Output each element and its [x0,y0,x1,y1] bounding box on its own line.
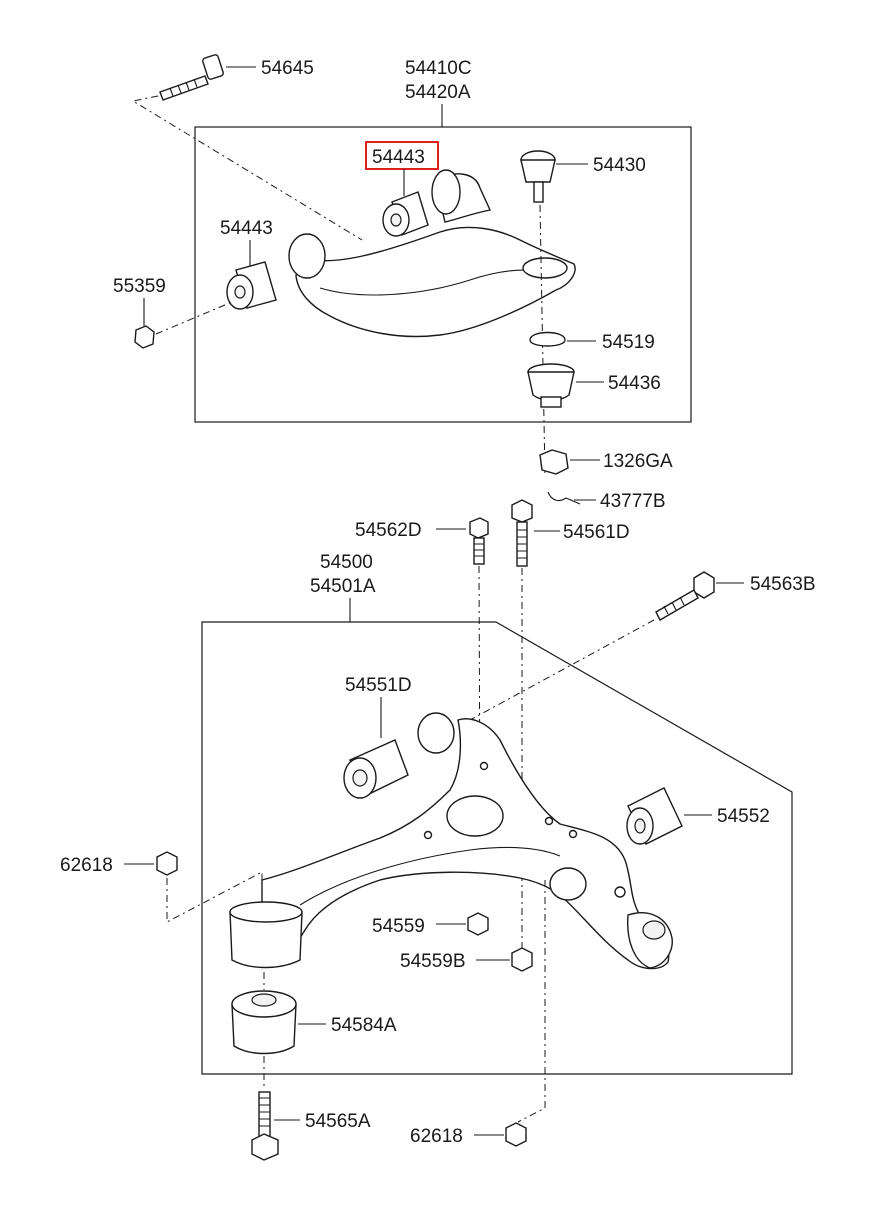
upper-front-mount-eye [288,233,326,279]
lower-rear-bushing-label: 54584A [331,1015,397,1036]
upper-front-bushing-icon [226,261,277,310]
snap-ring-icon [529,331,566,347]
upper-assembly-label-1: 54410C [405,58,472,79]
cotter-pin-icon [547,491,581,505]
lower-bottom-bolt-icon [251,1091,279,1161]
highlighted-bushing-label: 54443 [372,147,425,168]
lower-arm-frame [201,621,793,1075]
ball-joint-socket [522,257,568,279]
lower-front-bushing-icon [343,739,409,799]
lower-arm-ball-socket [549,867,587,901]
lower-left-nut-axis [166,871,263,970]
upper-bolt-axis [131,95,363,241]
upper-nut-axis [155,301,233,335]
lower-right-bolt-icon [511,499,533,567]
lower-bottom-nut-icon [505,1122,527,1147]
lower-arm-hole-1 [479,761,489,771]
cotter-pin-label: 43777B [600,491,666,512]
ball-joint-icon [520,150,556,203]
lower-inner-nut-b-icon [511,947,533,972]
snap-ring-label: 54519 [602,332,655,353]
lower-bottom-bolt-label: 54565A [305,1111,371,1132]
lower-bottom-nut-label: 62618 [410,1126,463,1147]
castle-nut-label: 1326GA [603,451,673,472]
upper-arm-frame [194,126,692,423]
lower-arm-hole-3 [544,816,554,826]
lower-control-arm [261,718,670,970]
lower-assembly-label-2: 54501A [310,576,376,597]
hex-nut-icon [134,325,155,349]
dust-cover-label: 54436 [608,373,661,394]
upper-bolt-label: 54645 [261,58,314,79]
upper-bolt-icon [159,54,224,101]
lower-left-nut-icon [156,851,178,876]
upper-arm-rib [319,269,546,296]
lower-side-bushing-icon [626,787,683,845]
side-bolt-icon [655,571,715,621]
upper-control-arm [295,226,576,338]
lower-inner-nut-label: 54559 [372,916,425,937]
lower-arm-hole-5 [614,886,626,898]
lower-arm-boss [446,795,504,837]
lower-right-bolt-label: 54561D [563,522,630,543]
lower-bottom-nut-axis [517,880,546,1123]
rear-bushing-sleeve-icon [229,901,303,969]
lower-inner-nut-b-label: 54559B [400,951,466,972]
lower-arm-hole-2 [423,830,433,840]
lower-side-bushing-label: 54552 [717,806,770,827]
ball-joint-label: 54430 [593,155,646,176]
lower-left-bolt-icon [469,517,489,565]
upper-front-bushing-label: 54443 [220,218,273,239]
ball-joint-axis [539,204,546,476]
upper-assembly-label-2: 54420A [405,82,471,103]
lower-rear-bushing-icon [231,990,297,1055]
knuckle-hole [642,920,666,940]
upper-rear-mount-eye [431,169,461,215]
side-bolt-axis [469,619,655,721]
lower-arm-hole-4 [568,829,578,839]
lower-inner-nut-icon [467,912,489,936]
lower-assembly-label-1: 54500 [320,552,373,573]
lower-arm-rib [299,847,561,906]
upper-nut-label: 55359 [113,276,166,297]
highlight-box [365,141,439,170]
side-bolt-label: 54563B [750,574,816,595]
lower-left-bolt-label: 54562D [355,520,422,541]
dust-cover-icon [527,363,575,408]
lower-front-bushing-label: 54551D [345,675,412,696]
lower-left-nut-label: 62618 [60,855,113,876]
lower-front-mount-eye [417,712,455,754]
castle-nut-icon [539,449,569,475]
upper-rear-bushing-icon [382,191,429,237]
